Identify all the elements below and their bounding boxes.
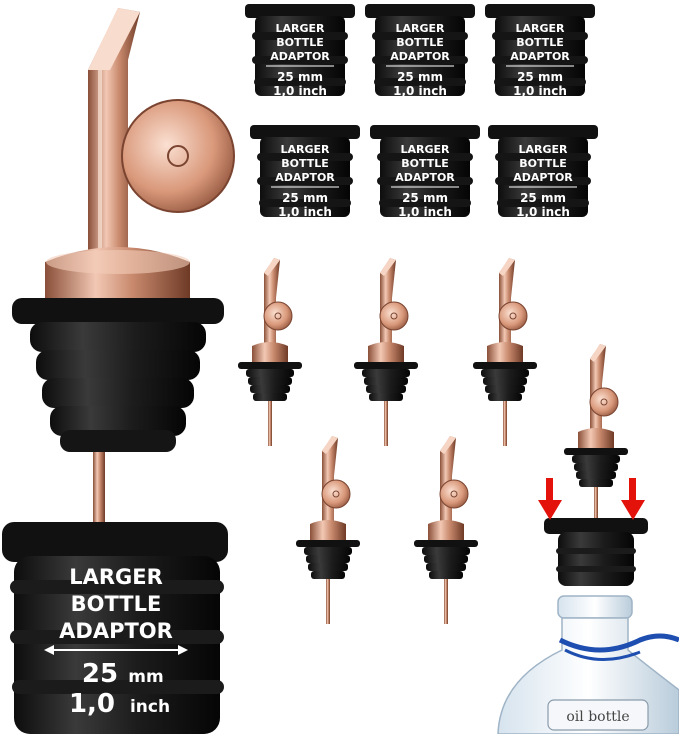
svg-text:1,0 inch: 1,0 inch <box>273 84 327 98</box>
small-adaptor-5: LARGER BOTTLE ADAPTOR 25 mm 1,0 inch <box>370 125 480 219</box>
small-pourer-3 <box>472 257 538 447</box>
svg-text:25 mm: 25 mm <box>402 191 448 205</box>
large-pourer <box>12 8 235 527</box>
small-adaptor-6: LARGER BOTTLE ADAPTOR 25 mm 1,0 inch <box>488 125 598 219</box>
svg-text:LARGER: LARGER <box>280 143 330 156</box>
svg-text:LARGER: LARGER <box>515 22 565 35</box>
svg-text:ADAPTOR: ADAPTOR <box>275 171 335 184</box>
svg-text:25 mm: 25 mm <box>397 70 443 84</box>
small-pourer-1 <box>237 257 303 447</box>
large-adaptor-line3: ADAPTOR <box>59 619 173 643</box>
svg-text:LARGER: LARGER <box>275 22 325 35</box>
small-pourer-2 <box>353 257 419 447</box>
large-adaptor-line2: BOTTLE <box>71 592 162 616</box>
large-adaptor: LARGER BOTTLE ADAPTOR 25 mm 1,0 inch <box>2 522 228 734</box>
svg-text:LARGER: LARGER <box>395 22 445 35</box>
svg-text:1,0 inch: 1,0 inch <box>516 205 570 219</box>
large-adaptor-inch-unit: inch <box>130 697 170 717</box>
svg-text:1,0 inch: 1,0 inch <box>513 84 567 98</box>
down-arrow-icon <box>538 478 562 520</box>
large-adaptor-inch-value: 1,0 <box>69 689 115 719</box>
svg-text:ADAPTOR: ADAPTOR <box>390 50 450 63</box>
small-adaptor-3: LARGER BOTTLE ADAPTOR 25 mm 1,0 inch <box>485 4 595 98</box>
svg-text:BOTTLE: BOTTLE <box>401 157 449 170</box>
large-adaptor-mm-unit: mm <box>128 667 163 687</box>
svg-text:BOTTLE: BOTTLE <box>519 157 567 170</box>
svg-text:BOTTLE: BOTTLE <box>276 36 324 49</box>
large-adaptor-line1: LARGER <box>69 565 163 589</box>
svg-text:25 mm: 25 mm <box>517 70 563 84</box>
svg-text:25 mm: 25 mm <box>277 70 323 84</box>
svg-text:LARGER: LARGER <box>400 143 450 156</box>
small-pourer-4 <box>295 435 361 625</box>
svg-text:BOTTLE: BOTTLE <box>516 36 564 49</box>
small-pourer-5 <box>413 435 479 625</box>
svg-text:ADAPTOR: ADAPTOR <box>270 50 330 63</box>
large-adaptor-mm-value: 25 <box>82 659 118 689</box>
svg-text:25 mm: 25 mm <box>520 191 566 205</box>
svg-text:ADAPTOR: ADAPTOR <box>395 171 455 184</box>
small-adaptor-2: LARGER BOTTLE ADAPTOR 25 mm 1,0 inch <box>365 4 475 98</box>
oil-bottle: oil bottle <box>497 595 679 734</box>
svg-text:1,0 inch: 1,0 inch <box>398 205 452 219</box>
small-adaptor-1: LARGER BOTTLE ADAPTOR 25 mm 1,0 inch <box>245 4 355 98</box>
small-pourer-with-adaptor <box>563 343 629 533</box>
svg-text:1,0 inch: 1,0 inch <box>278 205 332 219</box>
svg-text:BOTTLE: BOTTLE <box>396 36 444 49</box>
svg-text:ADAPTOR: ADAPTOR <box>510 50 570 63</box>
small-adaptor-4: LARGER BOTTLE ADAPTOR 25 mm 1,0 inch <box>250 125 360 219</box>
down-arrow-icon <box>621 478 645 520</box>
svg-text:LARGER: LARGER <box>518 143 568 156</box>
svg-text:BOTTLE: BOTTLE <box>281 157 329 170</box>
svg-text:25 mm: 25 mm <box>282 191 328 205</box>
svg-text:1,0 inch: 1,0 inch <box>393 84 447 98</box>
svg-text:ADAPTOR: ADAPTOR <box>513 171 573 184</box>
loose-adaptor <box>544 518 648 586</box>
bottle-label: oil bottle <box>566 709 629 725</box>
